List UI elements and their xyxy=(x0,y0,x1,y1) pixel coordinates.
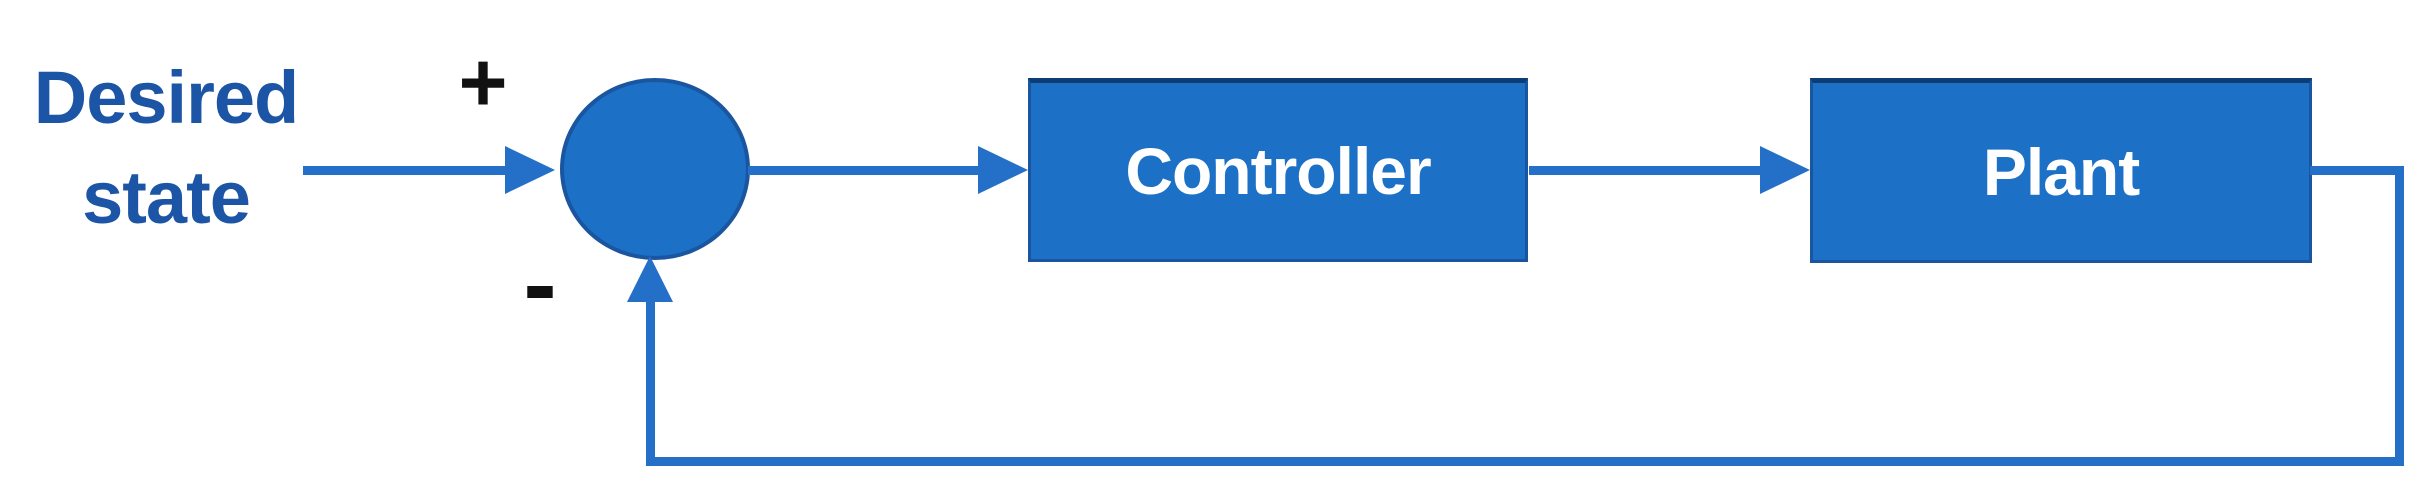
input-arrow-line xyxy=(303,166,505,175)
plant-output-line xyxy=(2310,166,2404,175)
controller-to-plant-arrowhead-icon xyxy=(1760,146,1810,194)
desired-state-line2: state xyxy=(82,156,251,239)
desired-state-label: Desired state xyxy=(20,48,312,248)
controller-label: Controller xyxy=(1125,134,1431,208)
sum-to-controller-arrowhead-icon xyxy=(978,146,1028,194)
feedback-bottom-line xyxy=(646,457,2404,466)
desired-state-line1: Desired xyxy=(33,56,299,139)
feedback-arrowhead-icon xyxy=(627,256,673,302)
controller-to-plant-line xyxy=(1529,166,1760,175)
controller-box: Controller xyxy=(1028,78,1528,262)
feedback-right-vertical-line xyxy=(2395,166,2404,466)
minus-sign: - xyxy=(523,228,557,340)
summing-junction xyxy=(560,78,750,260)
sum-to-controller-line xyxy=(748,166,978,175)
plus-sign: + xyxy=(458,35,508,129)
input-arrowhead-icon xyxy=(505,146,555,194)
plant-box: Plant xyxy=(1810,78,2312,263)
plant-label: Plant xyxy=(1982,134,2140,209)
feedback-left-vertical-line xyxy=(646,300,655,466)
